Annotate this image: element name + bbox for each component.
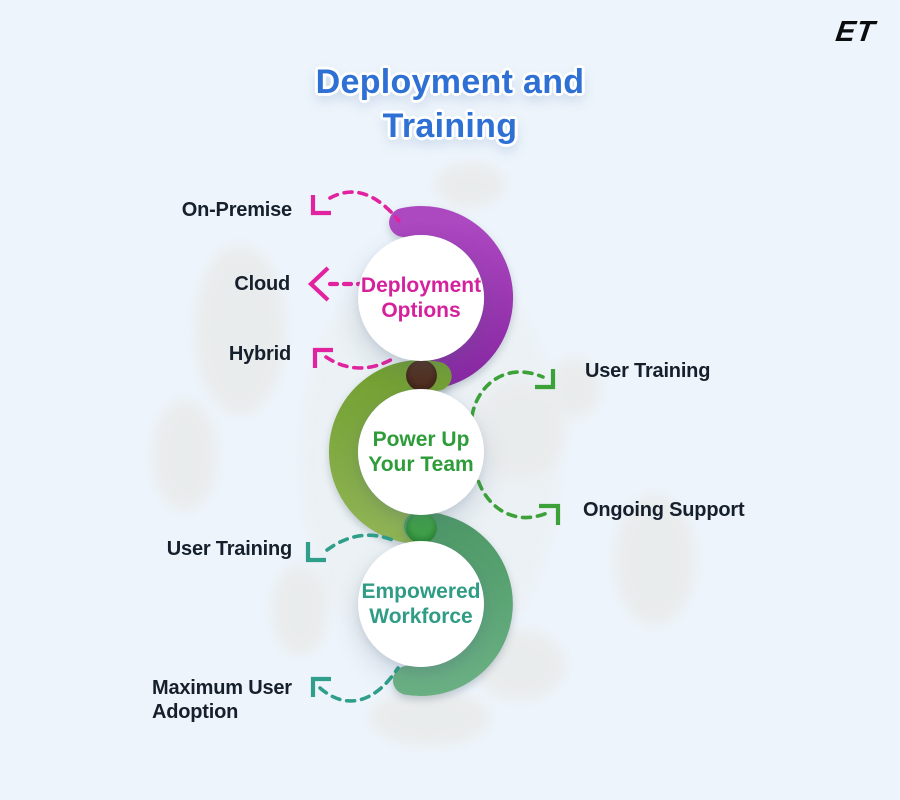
callout-ongoing-support: Ongoing Support bbox=[583, 499, 745, 521]
node-deployment-options: Deployment Options bbox=[358, 235, 484, 361]
corner-arrowhead-icon bbox=[310, 676, 331, 697]
curved-dashed-line bbox=[328, 190, 401, 223]
callout-cloud: Cloud bbox=[234, 273, 290, 295]
node-empowered-workforce: Empowered Workforce bbox=[358, 541, 484, 667]
curved-dashed-line bbox=[318, 666, 400, 703]
user-training-right-arrow bbox=[470, 369, 556, 418]
curved-dashed-line bbox=[473, 465, 549, 520]
ring-deployment-options bbox=[389, 206, 514, 390]
hybrid-arrow bbox=[312, 347, 398, 370]
callout-user-training-right: User Training bbox=[585, 360, 711, 382]
chevron-arrowhead-icon bbox=[307, 266, 330, 302]
corner-arrowhead-icon bbox=[535, 369, 556, 390]
junction-dot-bottom bbox=[406, 512, 437, 544]
curved-dashed-line bbox=[324, 355, 398, 370]
ring-power-up-your-team bbox=[328, 360, 452, 544]
maximum-user-adoption-arrow bbox=[310, 666, 400, 703]
callout-hybrid: Hybrid bbox=[228, 343, 291, 365]
corner-arrowhead-icon bbox=[312, 347, 333, 368]
node-power-up-your-team: Power Up Your Team bbox=[358, 389, 484, 515]
callout-on-premise: On-Premise bbox=[181, 199, 292, 221]
corner-arrowhead-icon bbox=[310, 195, 331, 216]
world-map-background bbox=[153, 163, 695, 746]
node-label-line1: Power Up bbox=[372, 428, 470, 451]
ongoing-support-arrow bbox=[473, 465, 561, 525]
curved-dashed-line bbox=[325, 533, 397, 552]
page-title-line1: Deployment and bbox=[315, 63, 585, 101]
on-premise-arrow bbox=[310, 190, 401, 223]
brand-logo: ET bbox=[833, 16, 878, 48]
node-label-line2: Workforce bbox=[369, 605, 473, 628]
page-title-line2: Training bbox=[382, 107, 518, 145]
node-label-line2: Options bbox=[381, 299, 461, 322]
ring-empowered-workforce bbox=[393, 511, 513, 696]
curved-dashed-line bbox=[470, 370, 545, 418]
junction-dot-top bbox=[406, 360, 437, 391]
user-training-left-arrow bbox=[305, 533, 397, 563]
page-title: Deployment and Training bbox=[0, 60, 900, 148]
node-label-line2: Your Team bbox=[368, 453, 474, 476]
callout-user-training-left: User Training bbox=[166, 538, 292, 560]
corner-arrowhead-icon bbox=[305, 542, 326, 563]
node-label-line1: Deployment bbox=[360, 274, 482, 297]
callout-maximum-user-adoption: Maximum User Adoption bbox=[152, 677, 292, 723]
corner-arrowhead-icon bbox=[539, 503, 561, 525]
node-label-line1: Empowered bbox=[361, 580, 481, 603]
